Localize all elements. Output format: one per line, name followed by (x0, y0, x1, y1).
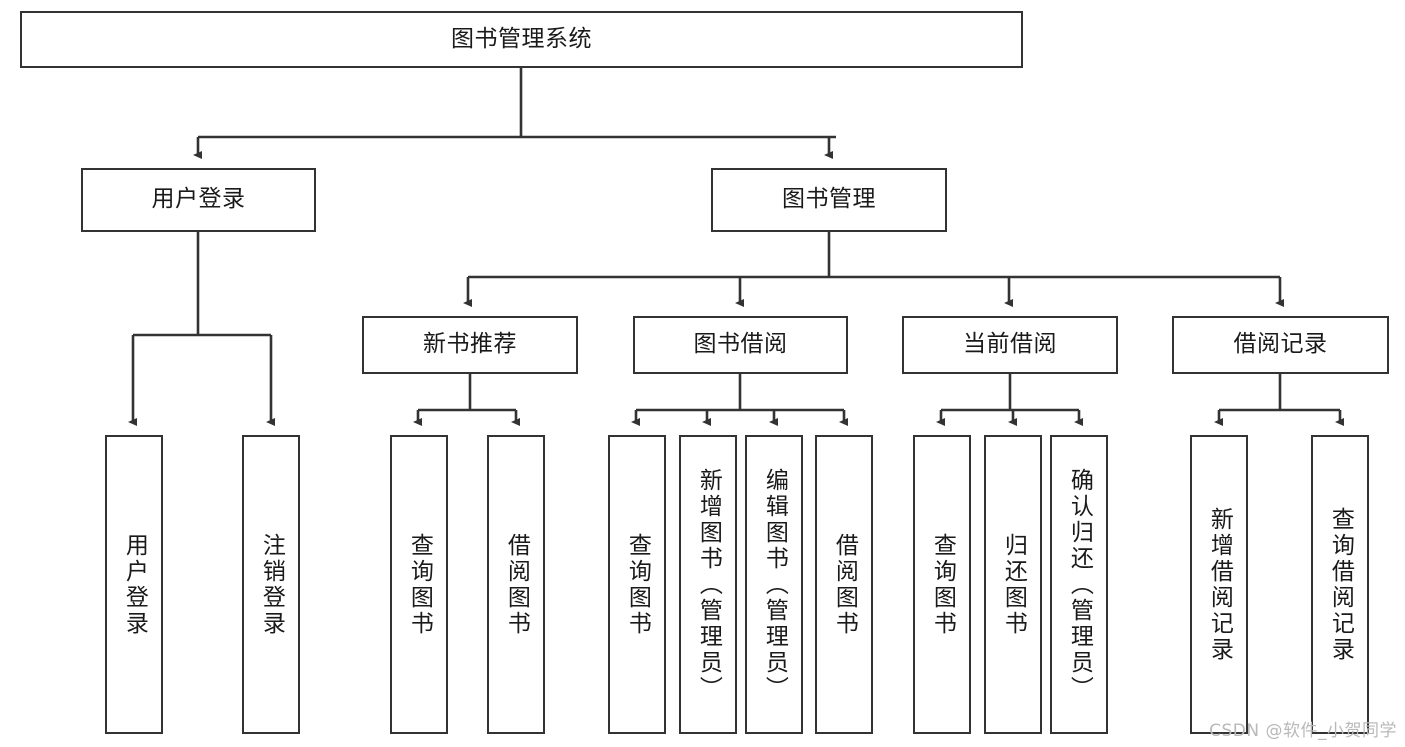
node-leaf-return-book-label: 归还图书 (1000, 532, 1027, 637)
node-user-login-label: 用户登录 (151, 186, 246, 213)
node-root[interactable]: 图书管理系统 (20, 11, 1023, 68)
node-leaf-query-book-cur-label: 查询图书 (929, 532, 956, 637)
node-leaf-user-logout[interactable]: 注销登录 (242, 435, 300, 734)
node-leaf-query-record-label: 查询借阅记录 (1327, 506, 1354, 663)
node-book-borrow-label: 图书借阅 (693, 331, 788, 358)
node-leaf-query-book-borrow-label: 查询图书 (624, 532, 651, 637)
node-leaf-borrow-book[interactable]: 借阅图书 (815, 435, 873, 734)
node-new-book-recommend[interactable]: 新书推荐 (362, 316, 578, 374)
node-leaf-query-book-rec-label: 查询图书 (406, 532, 433, 637)
node-leaf-add-book[interactable]: 新增图书（管理员） (679, 435, 737, 734)
node-leaf-borrow-book-label: 借阅图书 (831, 532, 858, 637)
node-leaf-user-logout-label: 注销登录 (258, 532, 285, 637)
node-leaf-user-login[interactable]: 用户登录 (105, 435, 163, 734)
node-leaf-query-book-rec[interactable]: 查询图书 (390, 435, 448, 734)
node-leaf-confirm-return-label: 确认归还（管理员） (1066, 467, 1093, 702)
node-current-borrow-label: 当前借阅 (963, 331, 1057, 358)
node-leaf-borrow-book-rec-label: 借阅图书 (503, 532, 530, 637)
csdn-watermark: CSDN @软件_小贺同学 (1209, 721, 1397, 741)
node-borrow-record-label: 借阅记录 (1233, 331, 1328, 358)
node-leaf-query-book-borrow[interactable]: 查询图书 (608, 435, 666, 734)
node-borrow-record[interactable]: 借阅记录 (1172, 316, 1389, 374)
node-current-borrow[interactable]: 当前借阅 (902, 316, 1118, 374)
node-book-borrow[interactable]: 图书借阅 (633, 316, 848, 374)
node-leaf-query-book-cur[interactable]: 查询图书 (913, 435, 971, 734)
node-leaf-user-login-label: 用户登录 (121, 532, 148, 637)
node-leaf-edit-book-label: 编辑图书（管理员） (761, 467, 788, 702)
node-leaf-add-book-label: 新增图书（管理员） (695, 467, 722, 702)
node-leaf-borrow-book-rec[interactable]: 借阅图书 (487, 435, 545, 734)
node-root-label: 图书管理系统 (451, 25, 592, 52)
node-user-login[interactable]: 用户登录 (81, 168, 316, 232)
node-leaf-query-record[interactable]: 查询借阅记录 (1311, 435, 1369, 734)
node-leaf-edit-book[interactable]: 编辑图书（管理员） (745, 435, 803, 734)
node-new-book-recommend-label: 新书推荐 (423, 331, 517, 358)
node-leaf-return-book[interactable]: 归还图书 (984, 435, 1042, 734)
node-book-manage[interactable]: 图书管理 (711, 168, 947, 232)
node-leaf-confirm-return[interactable]: 确认归还（管理员） (1050, 435, 1108, 734)
node-leaf-add-record-label: 新增借阅记录 (1206, 506, 1233, 663)
node-leaf-add-record[interactable]: 新增借阅记录 (1190, 435, 1248, 734)
node-book-manage-label: 图书管理 (782, 186, 876, 213)
